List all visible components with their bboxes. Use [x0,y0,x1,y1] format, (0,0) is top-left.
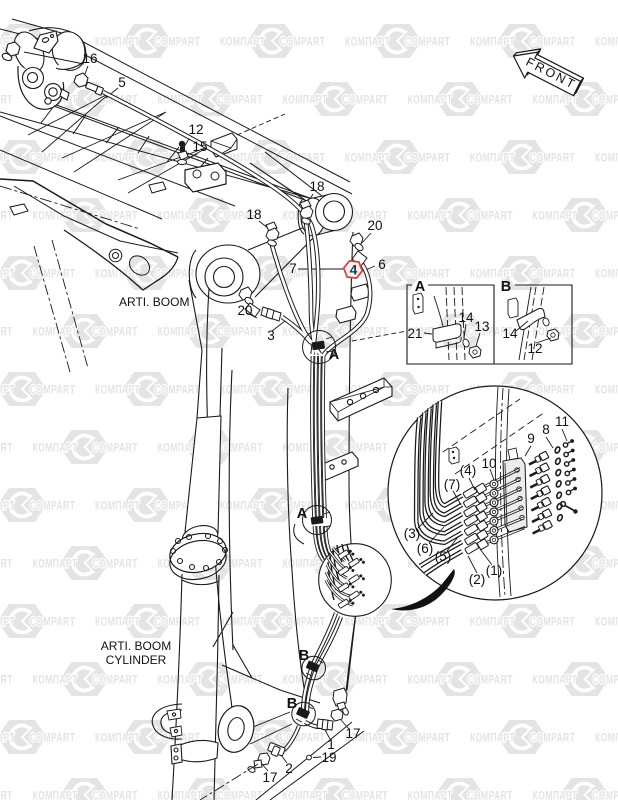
svg-text:21: 21 [407,326,422,341]
svg-text:B: B [299,648,309,664]
svg-text:7: 7 [289,261,297,276]
svg-text:ARTI. BOOM: ARTI. BOOM [119,295,189,309]
svg-text:(5): (5) [435,549,452,564]
svg-text:5: 5 [118,75,126,90]
svg-text:3: 3 [267,328,275,343]
svg-text:A: A [297,506,308,522]
svg-text:11: 11 [555,414,569,429]
svg-text:14: 14 [502,326,518,341]
svg-text:20: 20 [237,303,252,318]
svg-text:16: 16 [82,51,97,66]
svg-text:14: 14 [458,310,474,325]
svg-text:12: 12 [188,122,203,137]
svg-text:12: 12 [527,341,542,356]
svg-text:(7): (7) [444,477,461,492]
svg-text:B: B [287,696,297,712]
svg-text:18: 18 [309,179,324,194]
svg-text:4: 4 [350,262,358,278]
svg-text:17: 17 [262,770,277,785]
svg-text:6: 6 [378,257,386,272]
svg-text:19: 19 [321,750,336,765]
svg-text:2: 2 [285,761,293,776]
svg-text:20: 20 [367,218,382,233]
svg-text:(1): (1) [486,563,503,578]
svg-text:17: 17 [345,726,360,741]
svg-text:15: 15 [192,139,207,154]
svg-text:ARTI. BOOM: ARTI. BOOM [101,639,171,653]
svg-text:CYLINDER: CYLINDER [106,653,167,667]
svg-text:1: 1 [327,737,335,752]
svg-text:9: 9 [527,431,535,446]
svg-text:8: 8 [542,422,550,437]
svg-text:A: A [329,347,340,363]
svg-text:A: A [415,279,426,295]
svg-text:(2): (2) [469,572,486,587]
svg-text:(6): (6) [417,541,434,556]
svg-text:B: B [501,279,511,295]
svg-text:10: 10 [481,456,496,471]
svg-text:13: 13 [474,319,489,334]
svg-text:(3): (3) [404,526,421,541]
svg-text:18: 18 [246,207,261,222]
svg-text:(4): (4) [460,463,477,478]
